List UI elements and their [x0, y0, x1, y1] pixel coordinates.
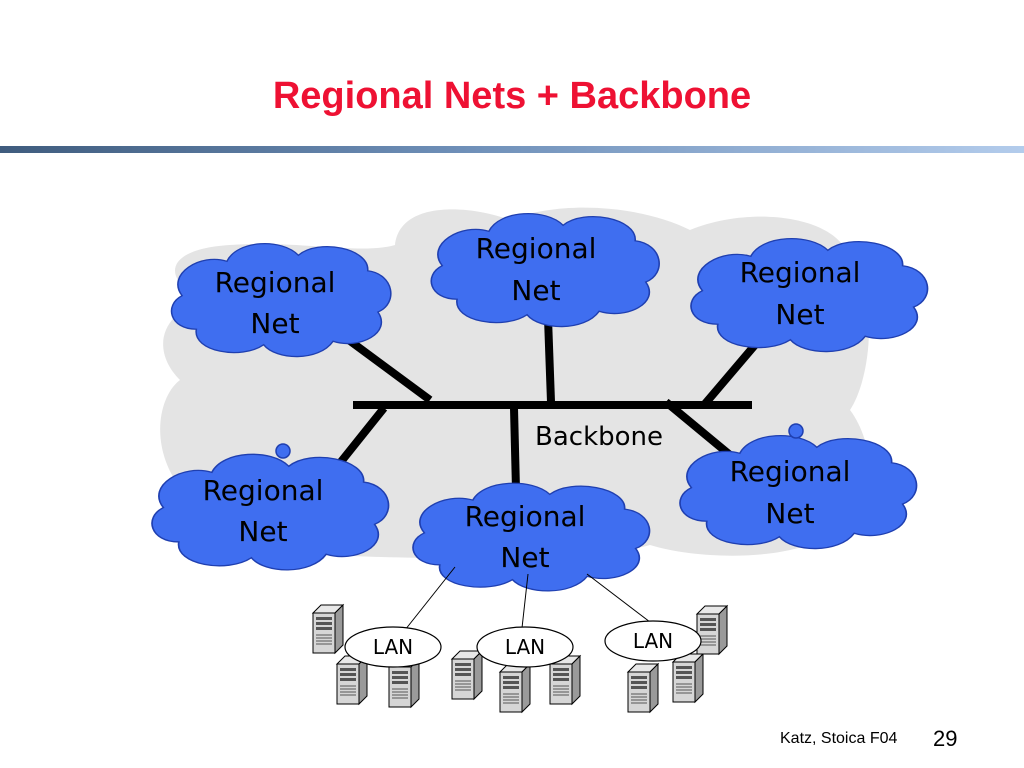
cloud-bubble	[275, 443, 291, 459]
server-tower-icon	[451, 650, 483, 700]
regional-net-cloud	[151, 453, 390, 571]
cloud-icon	[151, 453, 390, 571]
server-tower-icon	[336, 655, 368, 705]
regional-net-label: Net	[500, 541, 549, 574]
cloud-bubble	[788, 423, 804, 439]
link-cloud-2	[544, 317, 555, 403]
lan-ellipse	[604, 620, 702, 662]
lan-link	[404, 566, 456, 631]
link-cloud-1	[339, 331, 433, 404]
regional-net-label: Regional	[476, 232, 597, 265]
cloud-icon	[430, 212, 660, 328]
backbone-label: Backbone	[535, 422, 663, 452]
link-cloud-5	[510, 407, 520, 491]
regional-net-label: Net	[238, 515, 287, 548]
lan-ellipse	[476, 626, 574, 668]
link-cloud-3	[700, 342, 759, 408]
lan-label: LAN	[505, 635, 545, 659]
lan-ellipse	[344, 626, 442, 668]
server-tower-icon	[499, 663, 531, 713]
regional-net-label: Regional	[465, 500, 586, 533]
regional-net-label: Net	[250, 307, 299, 340]
link-cloud-4	[332, 405, 388, 471]
server-tower-icon	[627, 663, 659, 713]
regional-net-label: Net	[775, 298, 824, 331]
regional-net-label: Regional	[730, 455, 851, 488]
lan-link	[521, 573, 529, 629]
lan-label: LAN	[373, 635, 413, 659]
regional-net-label: Net	[511, 274, 560, 307]
cloud-icon	[679, 434, 918, 550]
link-cloud-6	[663, 398, 733, 459]
slide-title: Regional Nets + Backbone	[272, 75, 752, 117]
server-tower-icon	[312, 604, 344, 654]
regional-net-cloud	[679, 434, 918, 550]
lan-link	[586, 573, 651, 623]
regional-net-label: Net	[765, 497, 814, 530]
lan-label: LAN	[633, 629, 673, 653]
page-number: 29	[933, 726, 958, 751]
server-tower-icon	[672, 653, 704, 703]
footer-credit: Katz, Stoica F04	[780, 730, 898, 747]
server-tower-icon	[696, 605, 728, 655]
regional-net-label: Regional	[215, 266, 336, 299]
title-divider	[0, 146, 1024, 153]
regional-net-cloud	[430, 212, 660, 328]
regional-net-label: Regional	[740, 256, 861, 289]
regional-net-label: Regional	[203, 474, 324, 507]
